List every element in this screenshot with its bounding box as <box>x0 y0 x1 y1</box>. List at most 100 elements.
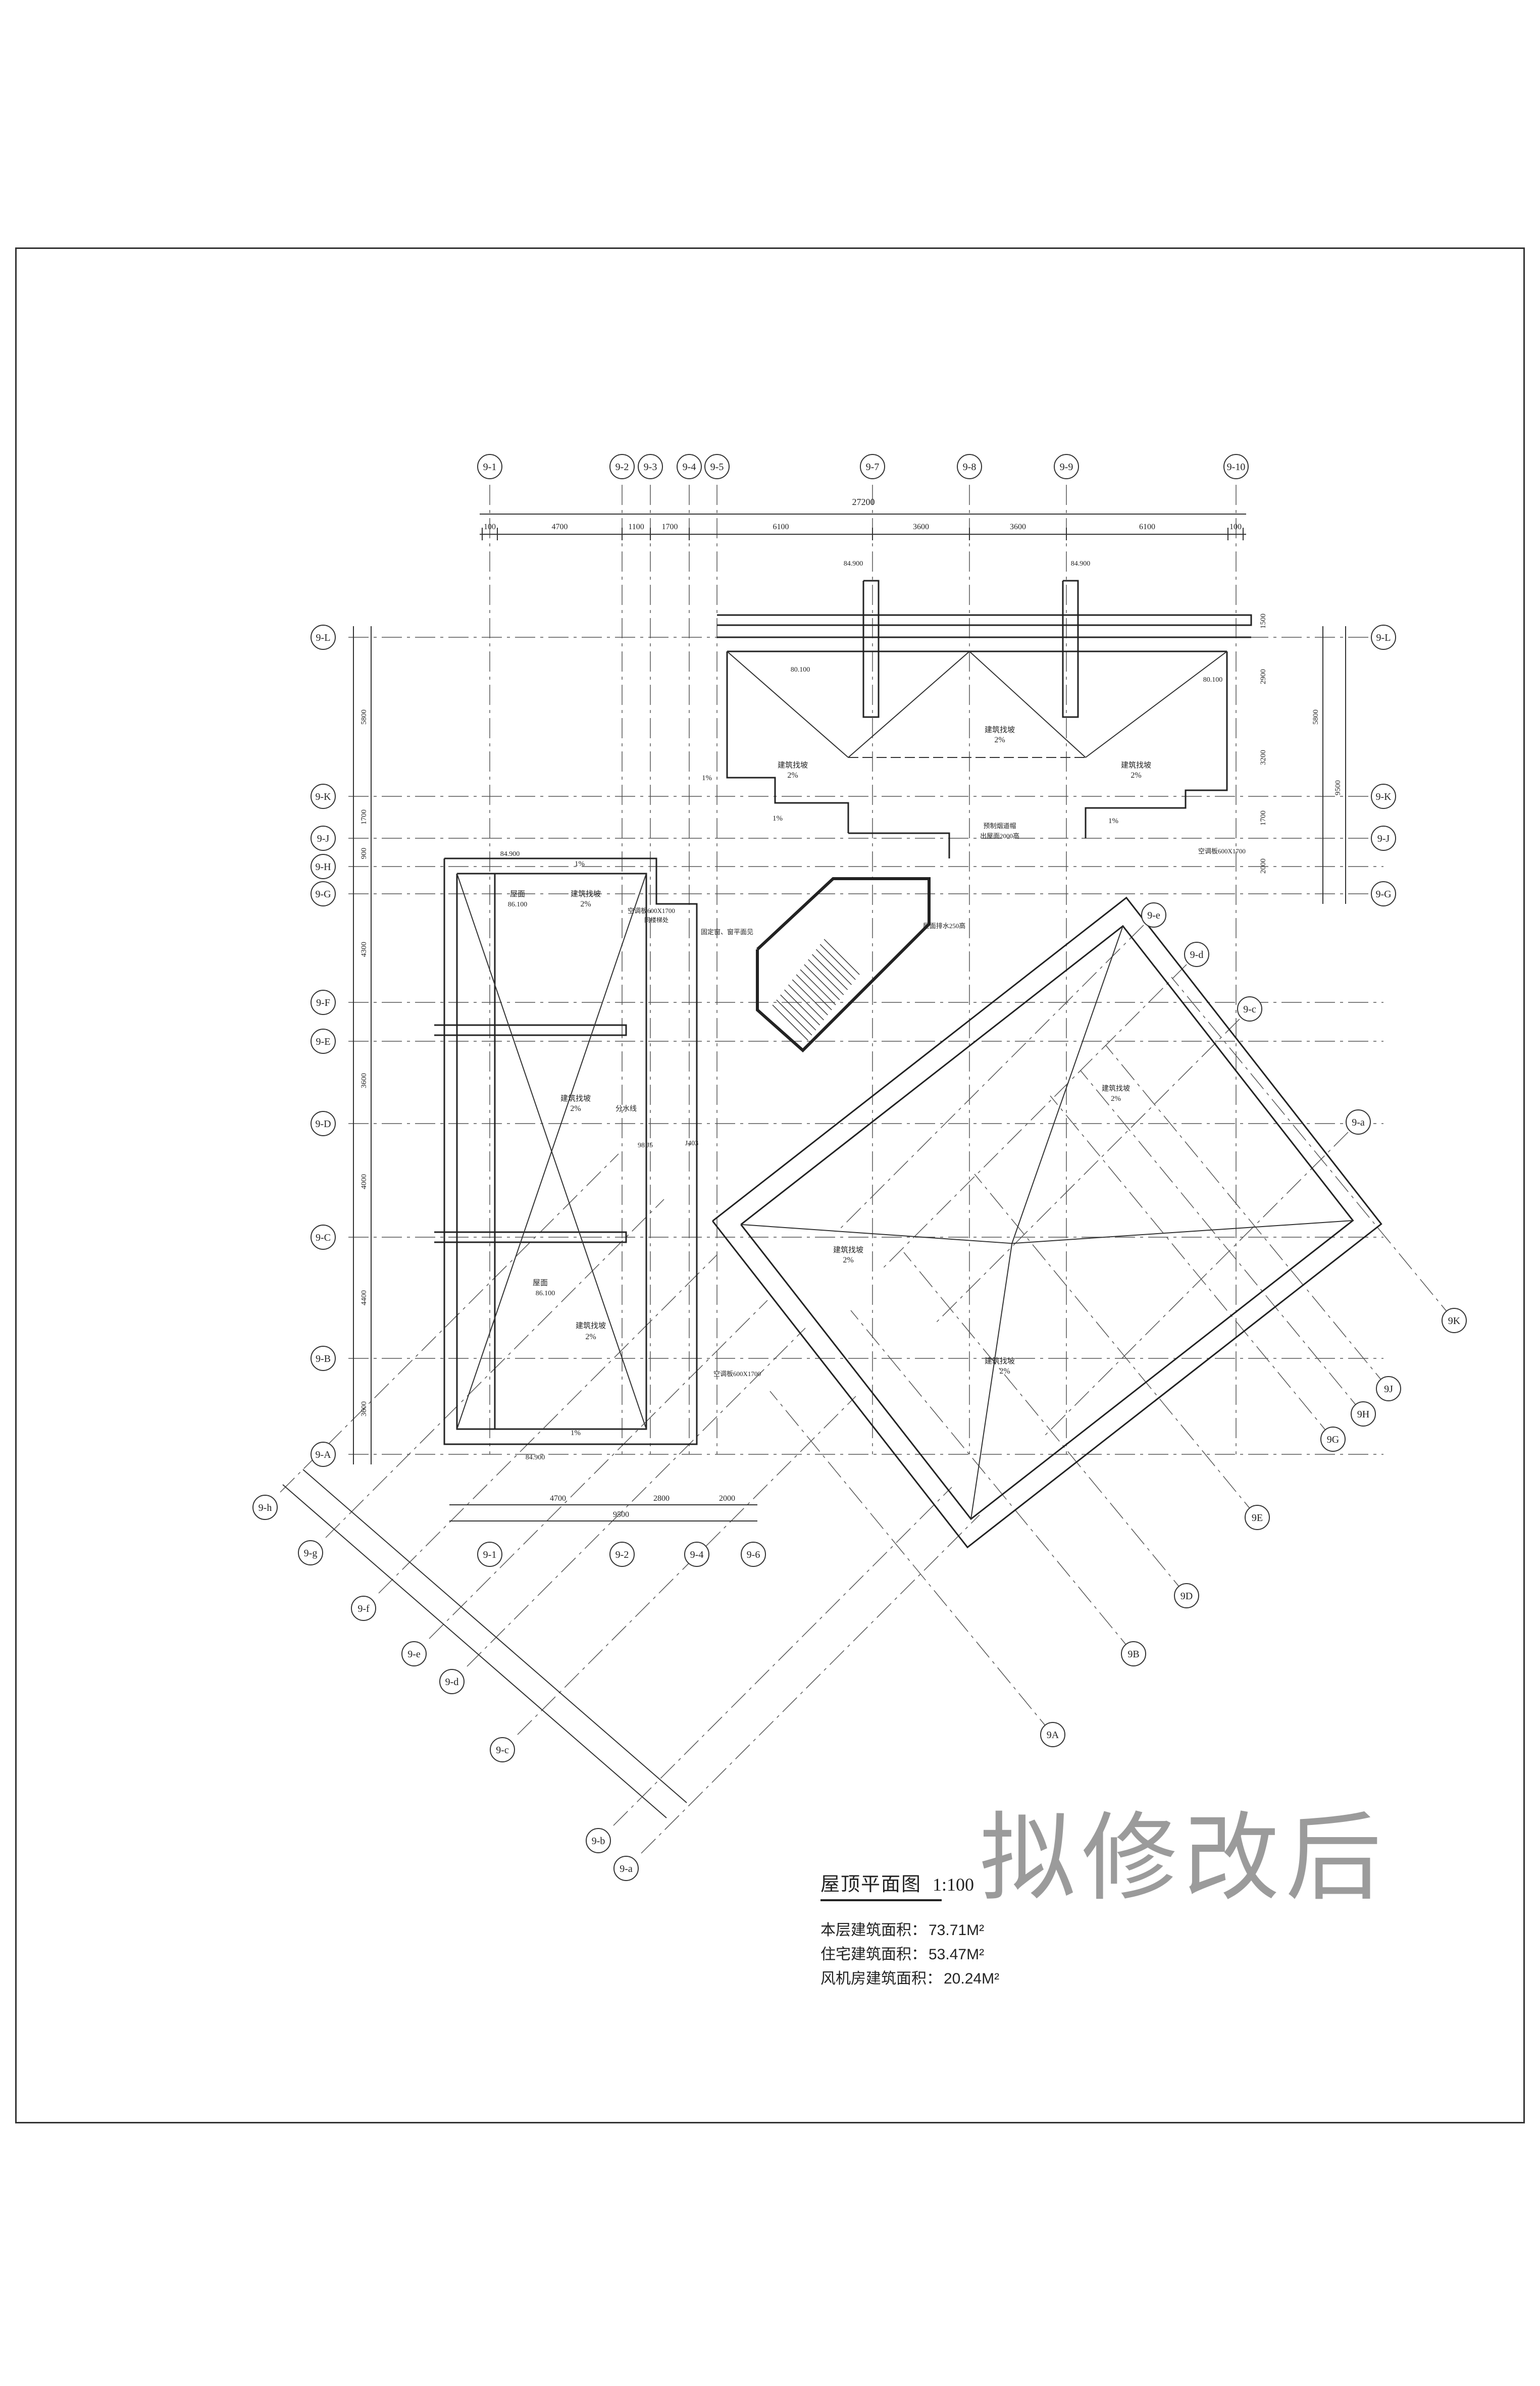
dim-text-segment: 100 <box>484 523 496 531</box>
axis-label: 9-K <box>1375 791 1392 802</box>
stair-tread <box>788 984 824 1021</box>
axis-circle <box>311 1442 336 1467</box>
axis-label: 9-4 <box>683 462 696 473</box>
axis-label: 9-d <box>445 1677 459 1688</box>
axis-circle <box>684 1542 709 1567</box>
axis-circle <box>351 1596 376 1621</box>
axis-circle <box>1040 1722 1065 1747</box>
axis-circle <box>704 454 730 479</box>
watermark-text: 拟修改后 <box>980 1802 1388 1914</box>
axis-bubble: 9-J <box>311 826 336 851</box>
axis-label: 9-J <box>1377 833 1390 844</box>
axis-circle <box>1376 1376 1401 1401</box>
axis-label: 9-c <box>496 1745 509 1756</box>
stair-box-top <box>848 832 950 858</box>
axis-bubble: 9-C <box>311 1225 336 1250</box>
dim-text-left: 3600 <box>360 1073 368 1088</box>
annotation: 2% <box>787 771 798 780</box>
annotation: 建筑找坡 <box>985 1357 1015 1365</box>
annotation: 2% <box>585 1333 596 1341</box>
stair-tread <box>812 954 848 990</box>
axis-bubble: 9-10 <box>1223 454 1249 479</box>
annotation: 2% <box>570 1104 581 1113</box>
axis-label: 9-8 <box>963 462 977 473</box>
dim-text-right: 2000 <box>1259 858 1267 874</box>
annotation: 屋面排水250高 <box>923 922 966 930</box>
axis-label: 9-a <box>620 1863 633 1874</box>
axis-circle <box>1442 1308 1467 1333</box>
axis-circle <box>1320 1427 1346 1452</box>
slope-line <box>970 1243 1013 1519</box>
annotation: 固定窗、窗平面见 <box>701 928 753 936</box>
axis-circle <box>298 1540 323 1565</box>
axis-label: 9-c <box>1243 1004 1256 1015</box>
stair-tread <box>819 944 856 980</box>
rotated-wing-inner <box>740 925 1354 1520</box>
annotation: 2% <box>580 900 591 908</box>
axis-bubble: 9B <box>1121 1641 1146 1666</box>
annotation: 2% <box>843 1256 853 1264</box>
annotation: 84.900 <box>1071 560 1091 568</box>
grid-line-diagonal <box>840 925 1144 1229</box>
area-value: 53.47M² <box>929 1946 985 1963</box>
axis-circle <box>477 454 502 479</box>
axis-circle <box>1371 826 1396 851</box>
axis-circle <box>860 454 885 479</box>
annotation: 86.100 <box>508 901 528 908</box>
axis-label: 9-g <box>304 1548 318 1559</box>
stair-tread <box>824 939 860 975</box>
annotation: 建筑找坡 <box>778 761 808 770</box>
rotated-wing-outer <box>712 896 1382 1549</box>
wall-right-upper <box>1085 651 1228 838</box>
axis-label: 9-B <box>316 1353 331 1364</box>
axis-bubble: 9E <box>1245 1505 1270 1530</box>
dim-text-left: 1700 <box>360 809 368 825</box>
axis-label: 9-L <box>1376 632 1391 643</box>
axis-label: 9-9 <box>1060 462 1073 473</box>
axis-circle <box>1351 1401 1376 1427</box>
axis-circle <box>1371 881 1396 906</box>
axis-bubble: 9-B <box>311 1346 336 1371</box>
grid-line-diagonal <box>517 1396 856 1735</box>
annotation: 84.900 <box>844 560 863 568</box>
dim-text-segment: 1700 <box>662 523 678 531</box>
axis-bubble: 9-4 <box>684 1542 709 1567</box>
dim-text-segment: 4700 <box>552 523 568 531</box>
axis-bubble: 9-7 <box>860 454 885 479</box>
axis-bubble: 9-1 <box>477 1542 502 1567</box>
annotation: 空调板600X1700 <box>1198 847 1246 855</box>
dim-text-left: 5800 <box>360 709 368 725</box>
axis-bubble: 9-a <box>1346 1109 1371 1135</box>
area-value: 73.71M² <box>929 1922 985 1939</box>
stair-tread <box>780 994 816 1031</box>
axis-label: 9-e <box>407 1649 421 1660</box>
stair-tread <box>792 979 828 1016</box>
annotation: 同楼梯处 <box>644 916 669 924</box>
grid-line-diagonal <box>1080 1070 1364 1414</box>
axis-bubble: 9-3 <box>638 454 663 479</box>
grid-line-diagonal <box>429 1300 768 1639</box>
wall-left-upper <box>726 651 849 833</box>
axis-label: 9-K <box>315 791 331 802</box>
axis-bubble: 9-8 <box>957 454 982 479</box>
grid-line-diagonal <box>467 1328 806 1667</box>
dim-text-right: 1700 <box>1259 810 1267 826</box>
axis-bubble: 9J <box>1376 1376 1401 1401</box>
axis-bubble: 9-d <box>1184 942 1209 967</box>
axis-bubble: 9-e <box>401 1641 427 1666</box>
axis-label: 9-h <box>259 1502 272 1513</box>
dim-text-left: 4400 <box>360 1290 368 1305</box>
annotation: 出屋面2000高 <box>980 832 1019 840</box>
drawing-frame <box>15 247 1525 2123</box>
axis-bubble: 9-5 <box>704 454 730 479</box>
area-list: 本层建筑面积：73.71M² 住宅建筑面积：53.47M² 风机房建筑面积：20… <box>820 1918 1224 1991</box>
dim-text-left: 3600 <box>360 1401 368 1416</box>
slope-line <box>741 1224 1012 1244</box>
annotation: 98 J5 <box>638 1142 653 1149</box>
axis-circle <box>490 1737 515 1762</box>
axis-bubble: 9H <box>1351 1401 1376 1427</box>
slope-line <box>848 651 970 758</box>
